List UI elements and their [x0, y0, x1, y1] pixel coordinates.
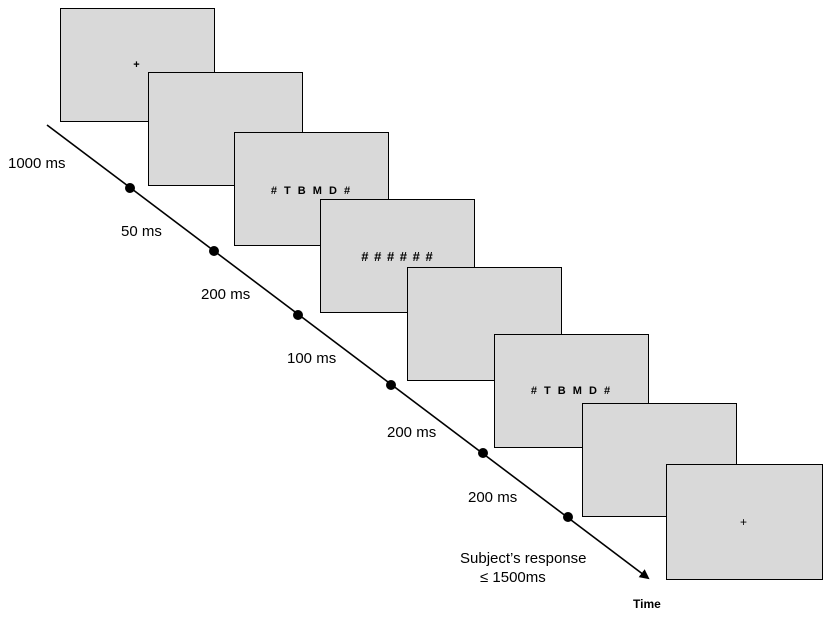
- response-label: Subject’s response ≤ 1500ms: [460, 549, 586, 587]
- timeline-tick-dot: [209, 246, 219, 256]
- timeline-tick-dot: [293, 310, 303, 320]
- stimulus-screen-8: +: [666, 464, 823, 580]
- timeline-tick-dot: [125, 183, 135, 193]
- timeline-line: [46, 124, 650, 580]
- response-line-1: Subject’s response: [460, 550, 587, 567]
- timeline-tick-dot: [386, 380, 396, 390]
- timeline-tick-dot: [478, 448, 488, 458]
- duration-label: 100 ms: [287, 350, 337, 367]
- duration-label: 200 ms: [201, 286, 251, 303]
- duration-label: 200 ms: [468, 489, 518, 506]
- duration-label: 200 ms: [387, 424, 437, 441]
- duration-label: 50 ms: [121, 223, 162, 240]
- timeline-tick-dot: [563, 512, 573, 522]
- time-axis-label: Time: [633, 597, 661, 611]
- response-line-2: ≤ 1500ms: [480, 569, 546, 586]
- duration-label: 1000 ms: [8, 155, 66, 172]
